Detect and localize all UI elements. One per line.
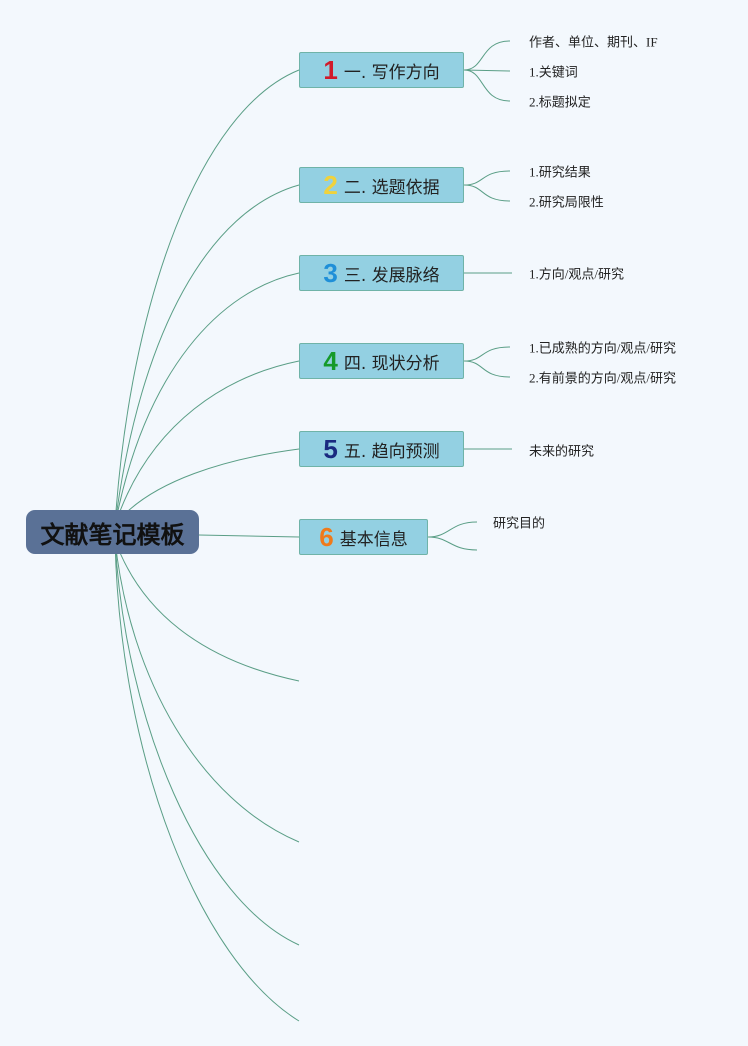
root-label: 文献笔记模板 xyxy=(40,520,185,549)
subtopic[interactable]: 1.已成熟的方向/观点/研究 xyxy=(529,340,676,356)
number-1-icon: 1 xyxy=(323,54,338,85)
topic-label: 二. 选题依据 xyxy=(343,177,440,198)
subtopic[interactable]: 2.标题拟定 xyxy=(529,94,591,110)
number-4-icon: 4 xyxy=(323,345,338,376)
number-2-icon: 2 xyxy=(323,169,338,200)
number-3-icon: 3 xyxy=(323,257,338,288)
topic-label: 三. 发展脉络 xyxy=(343,265,440,286)
subtopic[interactable]: 研究目的 xyxy=(493,515,546,531)
subtopic[interactable]: 1.研究结果 xyxy=(529,164,591,180)
subtopic[interactable]: 2.有前景的方向/观点/研究 xyxy=(529,370,676,386)
topic-label: 四. 现状分析 xyxy=(343,353,440,374)
topic-label: 五. 趋向预测 xyxy=(343,441,440,462)
root-node[interactable]: 文献笔记模板 xyxy=(26,510,199,554)
subtopic[interactable]: 1.关键词 xyxy=(529,64,578,80)
subtopic[interactable]: 未来的研究 xyxy=(529,443,595,459)
subtopic[interactable]: 1.方向/观点/研究 xyxy=(529,266,624,282)
topic-label: 一. 写作方向 xyxy=(343,62,440,83)
number-5-icon: 5 xyxy=(323,433,338,464)
subtopic[interactable]: 作者、单位、期刊、IF xyxy=(529,34,658,50)
number-6-icon: 6 xyxy=(319,521,334,552)
subtopic[interactable]: 2.研究局限性 xyxy=(529,194,604,210)
topic-label: 基本信息 xyxy=(339,529,408,550)
